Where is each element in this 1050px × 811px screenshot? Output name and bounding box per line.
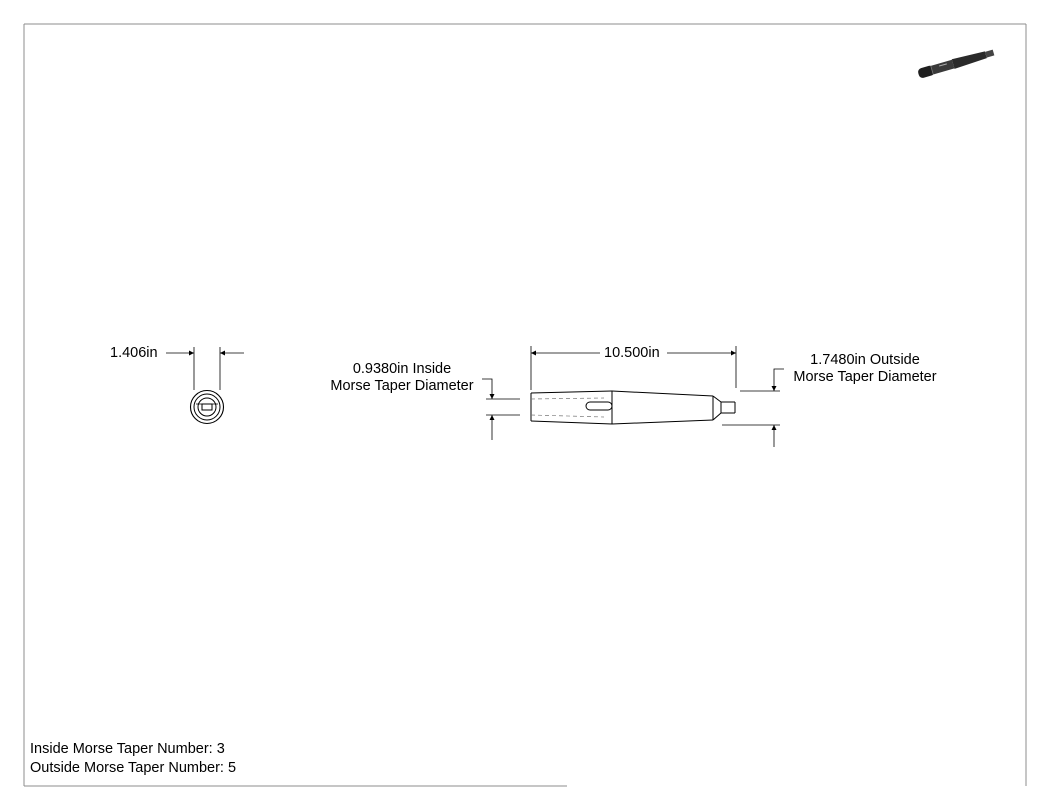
end-diameter-label: 1.406in [110, 345, 158, 361]
outside-taper-number-note: Outside Morse Taper Number: 5 [30, 760, 237, 776]
inside-diameter-dimension [482, 378, 520, 440]
drawing-frame [23, 23, 1027, 787]
drawing-notes: Inside Morse Taper Number: 3 Outside Mor… [30, 740, 236, 778]
end-view-dimension [166, 347, 244, 390]
outside-taper-label-line1: 1.7480in Outside [810, 352, 920, 368]
outside-taper-label: 1.7480in Outside Morse Taper Diameter [780, 352, 950, 386]
outside-diameter-dimension [722, 368, 784, 447]
inside-taper-label: 0.9380in Inside Morse Taper Diameter [316, 361, 488, 395]
side-view [530, 390, 736, 425]
end-view [189, 389, 225, 425]
length-dimension [530, 346, 737, 390]
inside-taper-label-line1: 0.9380in Inside [352, 361, 452, 377]
inside-taper-number-note: Inside Morse Taper Number: 3 [30, 741, 225, 757]
inside-taper-label-line2: Morse Taper Diameter [330, 378, 474, 394]
overall-length-label: 10.500in [604, 345, 660, 361]
outside-taper-label-line2: Morse Taper Diameter [793, 369, 937, 385]
isometric-part-thumbnail [918, 49, 995, 78]
